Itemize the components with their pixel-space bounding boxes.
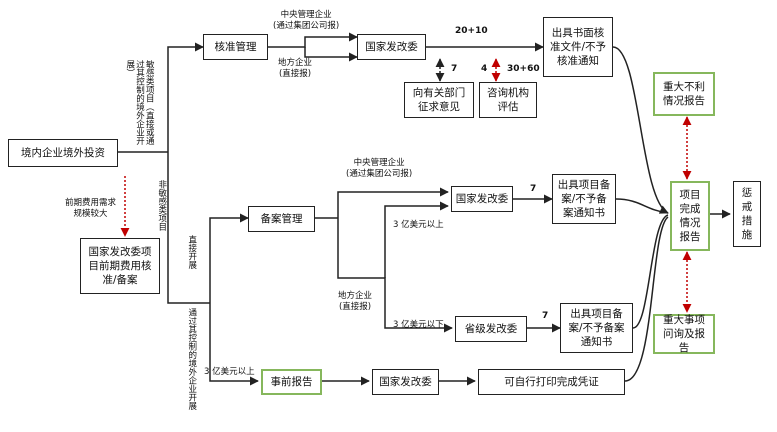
prelim-cost-box: 国家发改委项目前期费用核准/备案 bbox=[80, 238, 160, 294]
ndrc-mid-box: 国家发改委 bbox=[451, 186, 513, 212]
penalty-box: 惩戒措施 bbox=[733, 181, 761, 247]
days-7-a: 7 bbox=[451, 64, 458, 74]
days-4: 4 bbox=[481, 64, 488, 74]
days-20-10: 20+10 bbox=[455, 26, 488, 36]
issue-filing-2-box: 出具项目备案/不予备案通知书 bbox=[560, 303, 633, 353]
central-enterprise-label-1: 中央管理企业 (通过集团公司报) bbox=[273, 10, 340, 32]
controlled-line bbox=[209, 303, 259, 386]
above-300m-label-b: 3 亿美元以上 bbox=[204, 367, 255, 377]
provincial-box: 省级发改委 bbox=[455, 316, 527, 342]
approval-mgmt-box: 核准管理 bbox=[203, 34, 268, 60]
central-enterprise-label-2: 中央管理企业 (通过集团公司报) bbox=[346, 158, 413, 180]
pre-report-box: 事前报告 bbox=[261, 369, 322, 395]
non-sensitive-line bbox=[167, 152, 210, 304]
ndrc-bottom-box: 国家发改委 bbox=[372, 369, 439, 395]
local-enterprise-label-2: 地方企业 (直接报) bbox=[338, 291, 373, 313]
prelim-note-label: 前期费用需求 规模较大 bbox=[65, 198, 117, 220]
above-300m-label: 3 亿美元以上 bbox=[393, 220, 444, 230]
direct-label: 直接开展 bbox=[186, 235, 197, 269]
print-cert-box: 可自行打印完成凭证 bbox=[478, 369, 625, 395]
issue-approval-box: 出具书面核准文件/不予核准通知 bbox=[543, 17, 613, 77]
major-inquiry-box: 重大事项问询及报告 bbox=[653, 314, 715, 354]
sensitive-projects-label: 敏感类项目（直接或通过其控制的境外企业开展） bbox=[124, 60, 155, 145]
days-30-60: 30+60 bbox=[507, 64, 540, 74]
direct-line bbox=[209, 213, 249, 303]
filing-mgmt-box: 备案管理 bbox=[248, 206, 315, 232]
controlled-label: 通过其控制的境外企业开展 bbox=[186, 308, 197, 410]
days-7-c: 7 bbox=[542, 311, 549, 321]
origin-box: 境内企业境外投资 bbox=[8, 139, 118, 167]
consult-eval-box: 咨询机构评估 bbox=[479, 82, 537, 118]
consult-depts-box: 向有关部门征求意见 bbox=[404, 82, 474, 118]
issue-filing-1-box: 出具项目备案/不予备案通知书 bbox=[552, 174, 616, 224]
below-300m-label: 3 亿美元以下 bbox=[393, 320, 444, 330]
days-7-b: 7 bbox=[530, 184, 537, 194]
local-enterprise-label-1: 地方企业 (直接报) bbox=[278, 58, 313, 80]
ndrc-top-box: 国家发改委 bbox=[357, 34, 426, 60]
major-adverse-box: 重大不利情况报告 bbox=[653, 72, 715, 116]
completion-report-box: 项目完成情况报告 bbox=[670, 181, 710, 251]
non-sensitive-projects-label: 非敏感类项目 bbox=[156, 180, 167, 231]
sensitive-line bbox=[167, 42, 204, 152]
